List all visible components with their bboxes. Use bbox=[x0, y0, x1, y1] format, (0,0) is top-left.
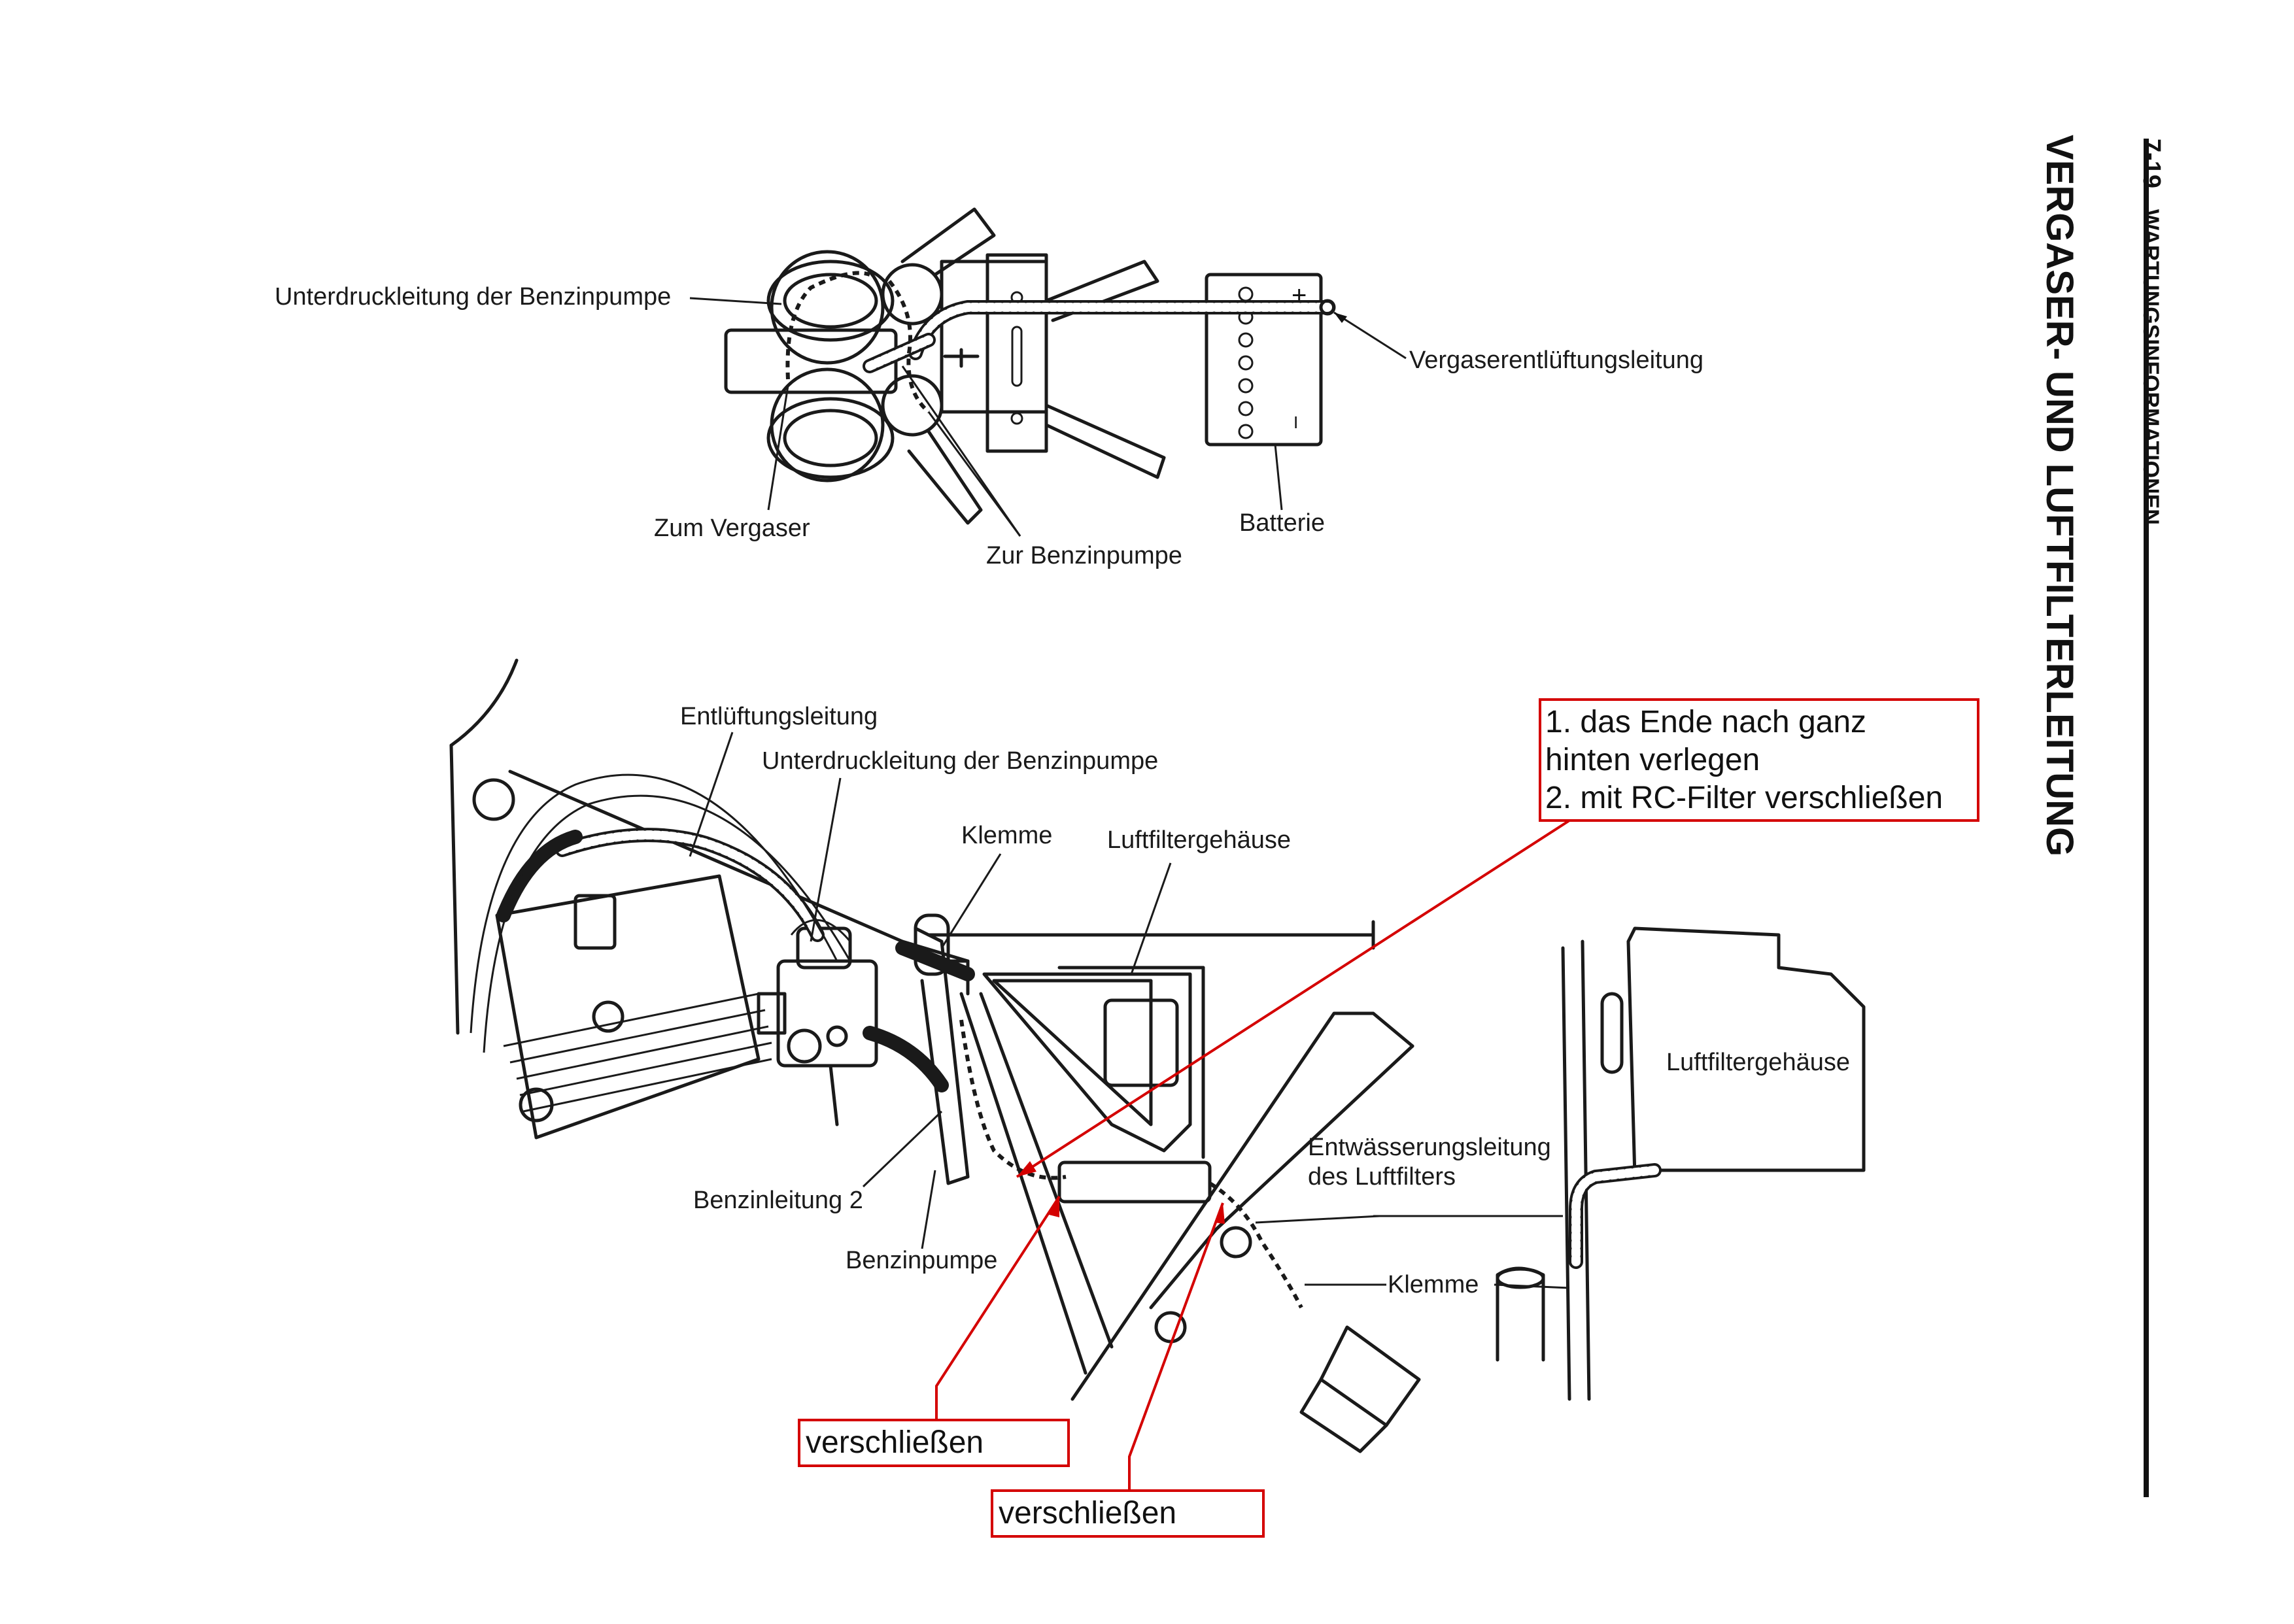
note-line-1: 1. das Ende nach ganz bbox=[1545, 705, 1866, 739]
label-air-box: Luftfiltergehäuse bbox=[1107, 826, 1291, 854]
label-drain-line-2: des Luftfilters bbox=[1308, 1163, 1456, 1191]
carburetor-top-view bbox=[724, 250, 944, 482]
air-box-middle bbox=[982, 972, 1192, 1153]
label-battery: Batterie bbox=[1239, 509, 1325, 537]
bottom-leaders bbox=[689, 732, 1570, 1289]
label-vent-line: Entlüftungsleitung bbox=[680, 703, 878, 730]
section-title: WARTUNGSINFORMATIONEN bbox=[2138, 209, 2163, 525]
page-number: 7-19 bbox=[2138, 139, 2165, 188]
carburetor-side-view bbox=[757, 913, 970, 1185]
top-diagram: + I Unterdruckleitung der Benzinpumpe Ve… bbox=[275, 207, 1703, 569]
label-clamp: Klemme bbox=[961, 822, 1052, 849]
seal-label-1: verschließen bbox=[806, 1425, 984, 1460]
label-fuel-line-2: Benzinleitung 2 bbox=[693, 1187, 863, 1214]
top-hoses bbox=[785, 271, 1336, 414]
note-line-3: 2. mit RC-Filter verschließen bbox=[1545, 781, 1943, 815]
label-carb-vent-line: Vergaserentlüftungsleitung bbox=[1409, 347, 1703, 374]
annotation-arrows bbox=[935, 819, 1571, 1491]
frame-top-view bbox=[900, 207, 1166, 525]
top-leaders bbox=[689, 297, 1407, 537]
frame-side-view bbox=[449, 658, 1414, 1401]
seal-box-1: verschließen bbox=[798, 1419, 1070, 1467]
seal-box-2: verschließen bbox=[991, 1489, 1265, 1538]
drain-area bbox=[1057, 1160, 1421, 1453]
page-title: VERGASER- UND LUFTFILTERLEITUNG bbox=[2038, 135, 2081, 856]
engine bbox=[472, 778, 772, 1140]
battery-minus: I bbox=[1293, 413, 1298, 432]
label-clamp-2: Klemme bbox=[1388, 1271, 1479, 1298]
label-to-carburetor: Zum Vergaser bbox=[654, 515, 810, 542]
note-box: 1. das Ende nach ganz hinten verlegen 2.… bbox=[1539, 698, 1979, 822]
bottom-diagram: Entlüftungsleitung Unterdruckleitung der… bbox=[449, 658, 1866, 1453]
label-fuel-pump: Benzinpumpe bbox=[846, 1247, 997, 1274]
label-vacuum-line-top: Unterdruckleitung der Benzinpumpe bbox=[275, 283, 671, 311]
seal-label-2: verschließen bbox=[999, 1496, 1176, 1531]
label-air-box-right: Luftfiltergehäuse bbox=[1666, 1049, 1850, 1076]
page-header: 7-19 WARTUNGSINFORMATIONEN VERGASER- UND… bbox=[2038, 135, 2165, 1497]
red-annotations: 1. das Ende nach ganz hinten verlegen 2.… bbox=[798, 698, 1979, 1538]
label-to-fuel-pump: Zur Benzinpumpe bbox=[986, 542, 1182, 569]
label-vacuum-line-bottom: Unterdruckleitung der Benzinpumpe bbox=[762, 747, 1158, 775]
air-box-right bbox=[1496, 926, 1866, 1401]
label-drain-line-1: Entwässerungsleitung bbox=[1308, 1134, 1551, 1161]
note-line-2: hinten verlegen bbox=[1545, 743, 1760, 777]
bottom-hoses bbox=[470, 773, 1662, 1309]
